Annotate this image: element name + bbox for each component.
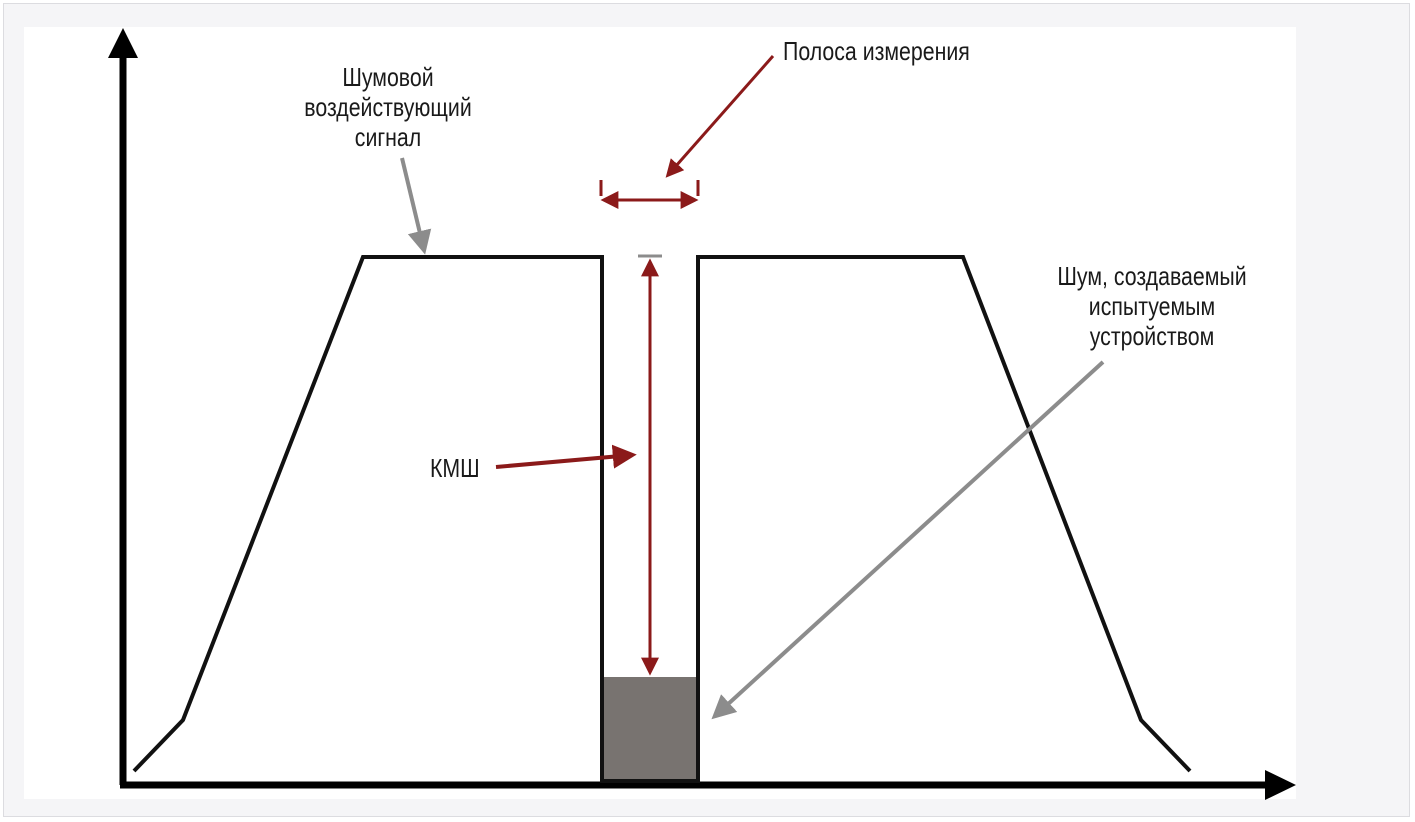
band-label-pointer xyxy=(665,55,775,178)
dut-noise-line-3: устройством xyxy=(1089,321,1215,351)
noise-signal-line-2: воздействующий xyxy=(304,92,472,122)
noise-curve xyxy=(132,255,1192,783)
dut-noise-line-2: испытуемым xyxy=(1088,291,1216,321)
measurement-band-label: Полоса измерения xyxy=(783,36,970,66)
kmsh-label: КМШ xyxy=(430,453,480,483)
figure-panel xyxy=(24,27,1296,799)
noise-signal-pointer xyxy=(400,157,432,255)
y-axis-arrowhead xyxy=(108,28,138,58)
kmsh-label-pointer xyxy=(495,444,637,469)
noise-signal-line-1: Шумовой xyxy=(342,62,434,92)
dut-noise-floor xyxy=(602,677,698,781)
x-axis-arrowhead xyxy=(1265,770,1296,800)
dut-noise-line-1: Шум, создаваемый xyxy=(1057,261,1247,291)
dut-noise-pointer xyxy=(711,360,1105,720)
noise-signal-label: Шумовой воздействующий сигнал xyxy=(290,62,487,152)
dut-noise-label: Шум, создаваемый испытуемым устройством xyxy=(1041,261,1262,351)
noise-signal-line-3: сигнал xyxy=(354,122,422,152)
